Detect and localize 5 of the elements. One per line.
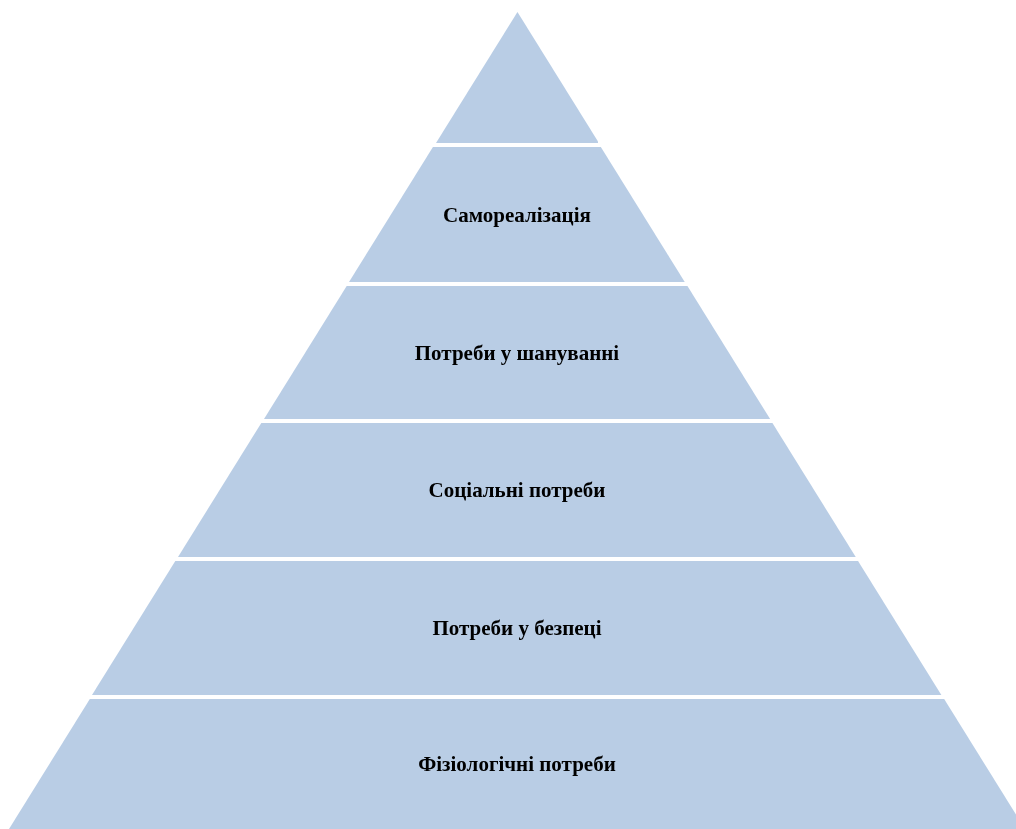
level-label: Соціальні потреби xyxy=(428,477,606,503)
level-label: Потреби у шануванні xyxy=(414,340,620,365)
level-label: Фізіологічні потреби xyxy=(418,751,616,777)
level-label: Потреби у безпеці xyxy=(432,615,602,641)
level-label: Самореалізація xyxy=(443,202,591,227)
